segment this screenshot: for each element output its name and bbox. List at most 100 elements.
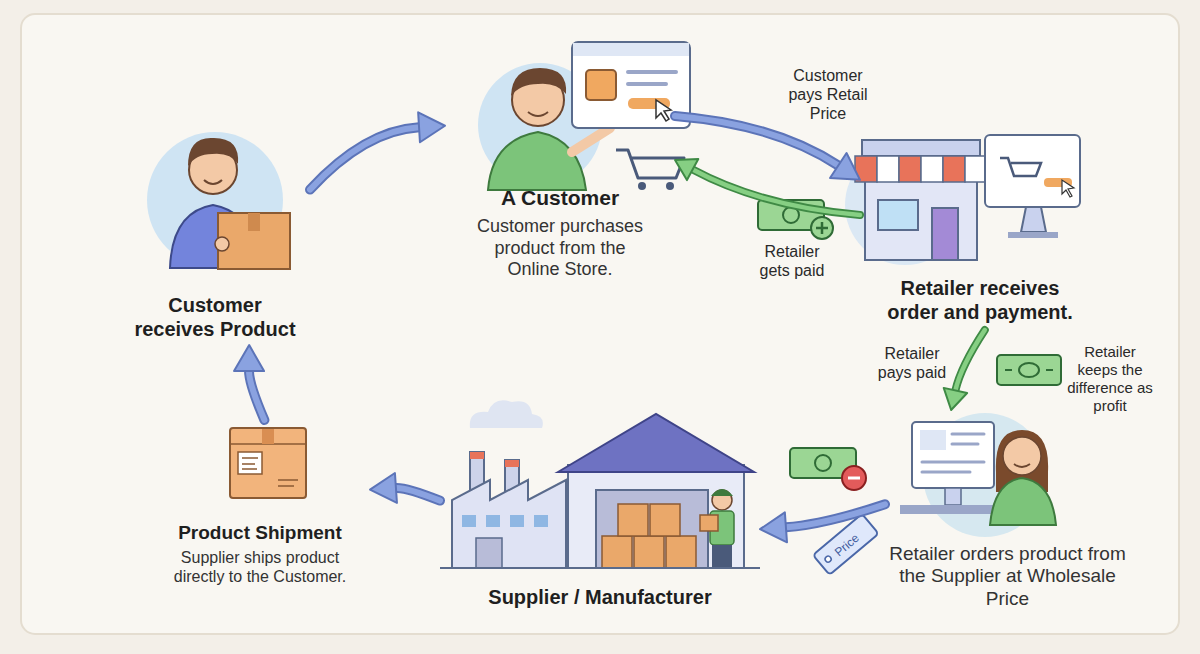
arrow-shaft (786, 504, 885, 527)
shop-door (932, 208, 958, 260)
ground-line (440, 567, 760, 569)
flow-arrow (675, 116, 860, 180)
arrow-outline (786, 504, 885, 527)
edge-label: Retailer gets paid (752, 242, 832, 280)
person-smile (204, 180, 222, 184)
warehouse-body (568, 465, 744, 568)
arrow-head (830, 153, 860, 180)
person-smile (528, 112, 548, 116)
money-bill (997, 355, 1061, 385)
arrow-head (418, 112, 445, 142)
arrow-heads (370, 473, 397, 503)
note-text: Retailer keeps the difference as profit (1066, 343, 1154, 415)
bill-dash (1005, 369, 1053, 371)
factory-window (462, 515, 476, 527)
stock-box (634, 536, 664, 568)
arrow-outline (955, 330, 984, 390)
flow-arrow (310, 112, 445, 189)
edge-label: Retailer pays paid (872, 344, 952, 382)
factory-window (486, 515, 500, 527)
arrow-head (675, 159, 698, 180)
stock-box (602, 536, 632, 568)
person-hand (215, 237, 229, 251)
flow-step: Retailer receives order and payment. (860, 135, 1100, 330)
cart-icon (1000, 158, 1041, 176)
minus-badge (842, 466, 866, 490)
arrow-outline (675, 116, 838, 166)
cart-wheel (666, 182, 674, 190)
warehouse-door (596, 490, 708, 568)
step-heading: Customer receives Product (130, 293, 300, 341)
step-text: Customer purchases product from the Onli… (468, 216, 653, 281)
stock-box (650, 504, 680, 536)
awning-stripe (877, 156, 899, 182)
factory-window (534, 515, 548, 527)
text-lines (628, 72, 676, 84)
person-head (1003, 437, 1041, 475)
arrow-heads (830, 153, 860, 180)
awning-stripe (943, 156, 965, 182)
panel-frame (21, 14, 1179, 634)
browser-window (572, 42, 690, 128)
arrow-heads (418, 112, 445, 142)
plus-badge (811, 217, 833, 239)
shop-window (878, 200, 918, 230)
cursor (1062, 180, 1074, 197)
worker-cap (711, 489, 733, 496)
shipping-label (238, 452, 262, 474)
monitor-stand (945, 488, 961, 505)
person-body (488, 132, 586, 190)
arrow-outline (396, 488, 440, 501)
awning-stripe (921, 156, 943, 182)
arrow-shaft (955, 330, 984, 390)
cloud (470, 400, 543, 428)
monitor (985, 135, 1080, 207)
factory-window (510, 515, 524, 527)
step-heading: Supplier / Manufacturer (488, 585, 711, 609)
arrow-heads (944, 388, 967, 410)
arrow-heads (675, 159, 698, 180)
flow-arrow (675, 159, 860, 215)
step-heading: Retailer orders product from the Supplie… (888, 543, 1128, 611)
person-hair (511, 68, 566, 96)
arrow-head (944, 388, 967, 410)
monitor (912, 422, 994, 488)
step-heading: Product Shipment (178, 522, 342, 545)
flow-arrow (760, 504, 885, 542)
flow-step: Supplier / Manufacturer (440, 395, 760, 615)
cart-wheel (638, 182, 646, 190)
cart-icon (616, 150, 684, 178)
parcel-tape (248, 213, 260, 231)
flow-arrow (944, 330, 985, 410)
awning-stripe (899, 156, 921, 182)
arrow-shaft (693, 170, 860, 215)
box-tape (262, 429, 274, 444)
arrow-shaft (249, 371, 264, 420)
shop-building (865, 180, 977, 260)
text-lines (922, 434, 984, 472)
flow-step: Product ShipmentSupplier ships product d… (150, 420, 370, 590)
bill-mark (815, 455, 831, 471)
browser-bar (573, 43, 689, 56)
arrow-shaft (310, 127, 419, 189)
bill-mark (783, 207, 799, 223)
step-heading: A Customer (501, 185, 619, 210)
label-lines (242, 458, 298, 486)
worker-legs (712, 545, 732, 568)
screen-panel (920, 430, 946, 450)
arrow-outline (310, 127, 419, 189)
minus-sign (848, 477, 860, 480)
shipment-box (230, 428, 306, 498)
plus-sign (816, 222, 828, 234)
arrow-heads (234, 345, 264, 371)
awning-stripe (855, 156, 877, 182)
cursor (656, 100, 671, 121)
carried-box (700, 515, 718, 531)
factory-building (452, 480, 566, 568)
arrow-shaft (675, 116, 838, 166)
monitor-base (1008, 232, 1058, 238)
step-heading: Retailer receives order and payment. (878, 276, 1083, 324)
worker-head (712, 490, 732, 510)
